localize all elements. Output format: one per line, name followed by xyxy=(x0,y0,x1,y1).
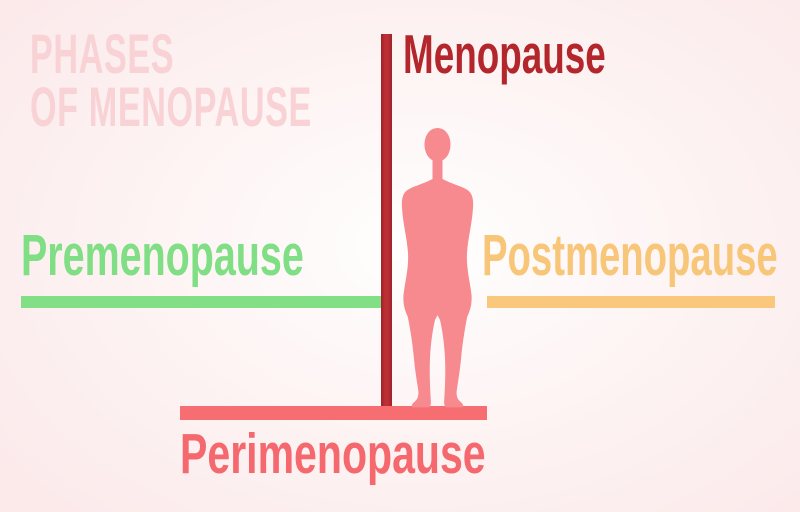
menopause-timeline-bar xyxy=(381,34,392,407)
title-line-1: PHASES xyxy=(30,22,175,85)
perimenopause-label: Perimenopause xyxy=(180,422,486,486)
title-line-2: OF MENOPAUSE xyxy=(30,75,312,138)
postmenopause-label: Postmenopause xyxy=(482,223,778,288)
perimenopause-timeline-bar xyxy=(180,406,487,420)
woman-silhouette xyxy=(401,128,474,408)
menopause-label: Menopause xyxy=(403,23,606,85)
postmenopause-timeline-bar xyxy=(487,296,775,308)
infographic-title: PHASES OF MENOPAUSE xyxy=(30,22,312,138)
premenopause-label: Premenopause xyxy=(21,223,304,288)
premenopause-timeline-bar xyxy=(21,296,382,308)
